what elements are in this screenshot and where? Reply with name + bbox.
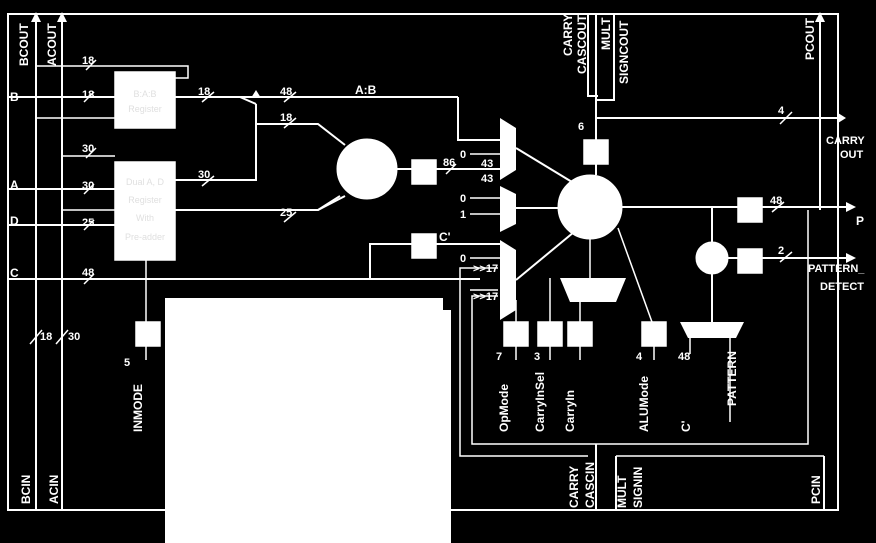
port-d: D xyxy=(10,214,19,228)
pattern-mux xyxy=(680,322,744,338)
ad-register-label-3: With xyxy=(136,213,154,223)
mux-z xyxy=(500,240,516,320)
bus-width-acout: 30 xyxy=(82,143,94,155)
signal-c-prime: C' xyxy=(439,230,451,244)
port-pcout: PCOUT xyxy=(803,17,817,60)
bus-width-b-mult: 18 xyxy=(280,112,292,124)
bus-width-43a: 43 xyxy=(481,158,493,170)
bus-width-c-in: 48 xyxy=(82,267,94,279)
signal-ab: A:B xyxy=(355,83,377,97)
bus-width-mult-out: 86 xyxy=(443,157,455,169)
m-register xyxy=(411,159,437,185)
carryinsel-register xyxy=(537,321,563,347)
port-carry-bottom: CARRY xyxy=(567,466,581,508)
port-a: A xyxy=(10,178,19,192)
mux-y-one: 1 xyxy=(460,209,466,221)
port-bcin: BCIN xyxy=(19,475,33,504)
port-carryout: CARRY xyxy=(826,135,865,147)
pattern-compare xyxy=(695,241,729,275)
alu xyxy=(557,174,623,240)
carryin-register xyxy=(567,321,593,347)
multiplier xyxy=(336,138,398,200)
alumode-label: ALUMode xyxy=(637,376,651,432)
port-b: B xyxy=(10,90,19,104)
ad-register-label-2: Register xyxy=(128,195,162,205)
ad-preadder-block xyxy=(114,161,176,261)
carryin-label: CarryIn xyxy=(563,390,577,432)
port-pcin: PCIN xyxy=(809,475,823,504)
opmode-label: OpMode xyxy=(497,384,511,432)
shift-17-a: >>17 xyxy=(473,263,498,275)
port-signin: SIGNIN xyxy=(631,467,645,508)
bus-width-ad-mult: 25 xyxy=(280,207,292,219)
port-acin: ACIN xyxy=(47,475,61,504)
port-cascin: CASCIN xyxy=(583,462,597,508)
bus-width-bcin: 18 xyxy=(40,331,52,343)
carryout-reg-width: 6 xyxy=(578,121,584,133)
occluding-panel xyxy=(165,298,443,530)
bus-width-a-in: 30 xyxy=(82,180,94,192)
bus-width-carry-cascout: 4 xyxy=(778,105,785,117)
port-mult-bottom: MULT xyxy=(615,475,629,508)
port-signcout: SIGNCOUT xyxy=(617,20,631,84)
opmode-register xyxy=(503,321,529,347)
b-register-label-2: Register xyxy=(128,104,162,114)
bus-width-43b: 43 xyxy=(481,173,493,185)
bus-width-d-in: 25 xyxy=(82,217,94,229)
port-cascout: CASCOUT xyxy=(575,14,589,74)
carryinsel-label: CarryInSel xyxy=(533,372,547,432)
bus-width-acin: 30 xyxy=(68,331,80,343)
p-register xyxy=(737,197,763,223)
inmode-register xyxy=(135,321,161,347)
c-prime-pattern: C' xyxy=(679,420,693,432)
bus-width-pattern-in: 48 xyxy=(678,351,690,363)
port-p: P xyxy=(856,214,864,228)
inmode-label: INMODE xyxy=(131,384,145,432)
port-c: C xyxy=(10,266,19,280)
shift-17-b: >>17 xyxy=(473,291,498,303)
bus-width-ab: 48 xyxy=(280,86,292,98)
carry-in-mux xyxy=(560,278,626,302)
mux-z-zero: 0 xyxy=(460,253,466,265)
bus-width-p: 48 xyxy=(770,195,782,207)
b-register-block xyxy=(114,71,176,129)
b-register-label: B:A:B xyxy=(133,89,156,99)
inmode-width: 5 xyxy=(124,357,130,369)
port-carry-top: CARRY xyxy=(561,14,575,56)
alumode-width: 4 xyxy=(636,351,643,363)
port-acout: ACOUT xyxy=(45,23,59,66)
carryinsel-width: 3 xyxy=(534,351,540,363)
ad-register-label-1: Dual A, D xyxy=(126,177,165,187)
port-bcout: BCOUT xyxy=(17,23,31,66)
port-carryout-2: OUT xyxy=(840,149,864,161)
mux-x xyxy=(500,118,516,180)
port-pattern-detect: PATTERN_ xyxy=(808,263,865,275)
bus-width-bcout: 18 xyxy=(82,55,94,67)
mux-y-zero: 0 xyxy=(460,193,466,205)
carry-cascout-register xyxy=(583,139,609,165)
opmode-width: 7 xyxy=(496,351,502,363)
ad-register-label-4: Pre-adder xyxy=(125,232,165,242)
alumode-register xyxy=(641,321,667,347)
bus-width-a-reg-out: 30 xyxy=(198,169,210,181)
bus-width-b-in: 18 xyxy=(82,89,94,101)
mux-y xyxy=(500,186,516,232)
bus-width-pattern-out: 2 xyxy=(778,245,784,257)
bus-width-b-reg-out: 18 xyxy=(198,86,210,98)
port-mult-top: MULT xyxy=(599,17,613,50)
c-register xyxy=(411,233,437,259)
pattern-detect-register xyxy=(737,248,763,274)
port-pattern-detect-2: DETECT xyxy=(820,281,864,293)
pattern-label: PATTERN xyxy=(725,351,739,406)
mux-x-zero: 0 xyxy=(460,149,466,161)
